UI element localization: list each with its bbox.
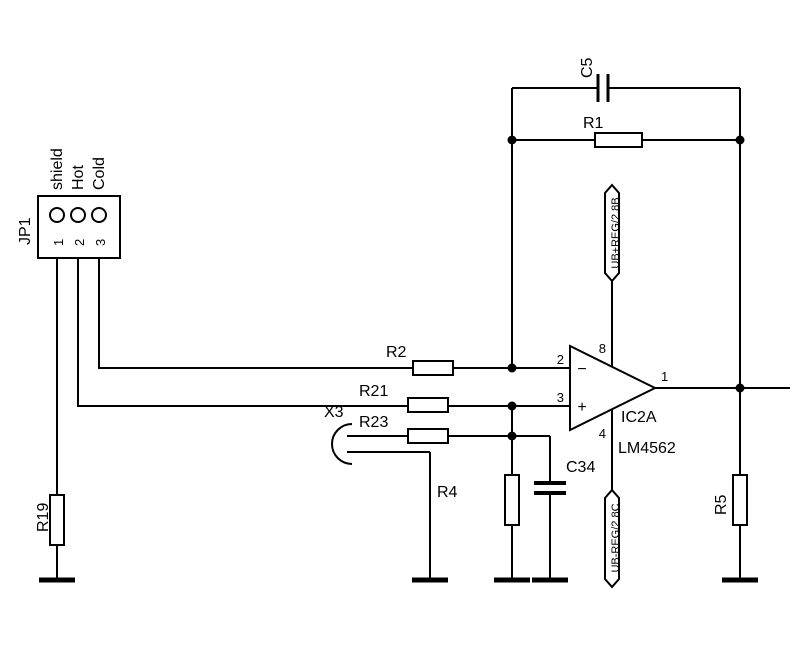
supply-flag-positive-label: UB+REG/2.8B: [610, 197, 622, 268]
junction-dot: [507, 135, 517, 145]
connector-x3-ref: X3: [324, 404, 344, 421]
opamp-pin-2: 2: [557, 352, 564, 367]
resistor-label-r2: R2: [386, 344, 407, 361]
jp1-pad-2: [70, 207, 86, 223]
wire-jp1-cold: [98, 222, 413, 369]
jp1-pin-number-1: 1: [51, 239, 66, 246]
opamp-pin-3: 3: [557, 390, 564, 405]
junction-dot: [507, 363, 517, 373]
resistor-label-r19: R19: [35, 503, 52, 532]
opamp-pin-4: 4: [599, 426, 606, 441]
resistor-label-r21: R21: [359, 383, 388, 400]
junction-dot: [735, 383, 745, 393]
jp1-signal-cold: Cold: [91, 157, 108, 190]
jp1-pad-3: [91, 207, 107, 223]
resistor-body-r23: [407, 428, 449, 444]
wire-x3-sleeve-to-ground: [347, 451, 431, 580]
opamp-designator: IC2A: [621, 409, 657, 426]
resistor-body-r21: [407, 397, 449, 413]
junction-dot: [507, 401, 517, 411]
resistor-label-r23: R23: [359, 414, 388, 431]
capacitor-label-c5: C5: [579, 57, 596, 78]
resistor-body-r1: [594, 132, 643, 148]
supply-flag-positive: [604, 183, 620, 283]
resistor-body-r2: [412, 360, 454, 376]
jp1-pin-number-2: 2: [72, 239, 87, 246]
supply-flag-negative: [604, 488, 620, 589]
junction-dot: [507, 431, 517, 441]
opamp-pin-8: 8: [599, 341, 606, 356]
capacitor-label-c34: C34: [566, 459, 595, 476]
jp1-pad-1: [49, 207, 65, 223]
opamp-pin-1: 1: [661, 369, 668, 384]
resistor-label-r4: R4: [437, 484, 458, 501]
supply-flag-negative-label: UB-REG/2.8C: [610, 503, 622, 572]
connector-jp1-ref: JP1: [17, 217, 34, 245]
opamp-triangle: [569, 344, 658, 432]
resistor-body-r4: [504, 474, 520, 526]
connector-x3-arc: [331, 423, 353, 465]
wire-jp1-hot: [77, 222, 408, 407]
capacitor-c34-plates: [534, 481, 566, 495]
jp1-signal-hot: Hot: [70, 165, 87, 190]
opamp-inverting-sign: −: [577, 361, 586, 378]
opamp-part-number: LM4562: [618, 440, 676, 457]
jp1-pin-number-3: 3: [93, 239, 108, 246]
opamp-noninverting-sign: +: [577, 399, 586, 416]
resistor-label-r5: R5: [713, 494, 730, 515]
resistor-body-r19: [49, 494, 65, 546]
connector-jp1-box: [37, 195, 121, 259]
junction-dot: [735, 135, 745, 145]
capacitor-c5-plates: [596, 74, 610, 102]
resistor-label-r1: R1: [583, 115, 604, 132]
jp1-signal-shield: shield: [49, 148, 66, 190]
resistor-body-r5: [732, 474, 748, 526]
